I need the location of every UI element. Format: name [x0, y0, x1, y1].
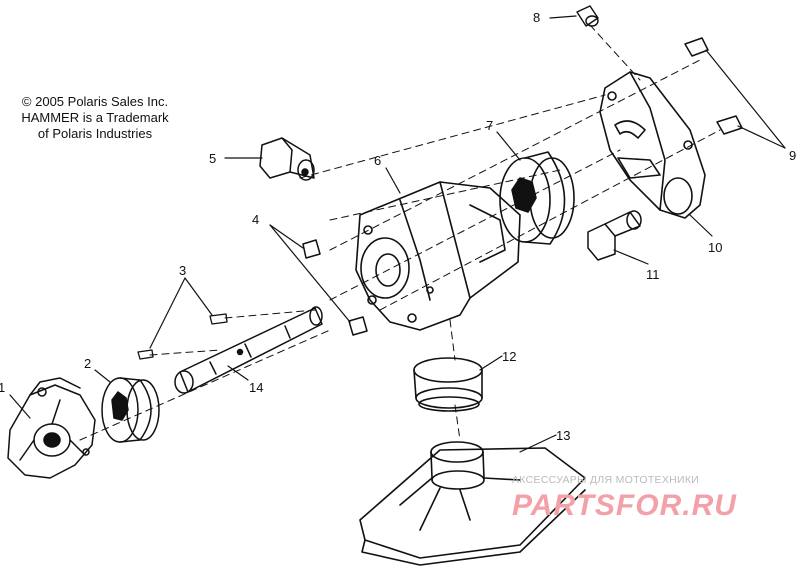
- part-3-pins: [137, 313, 228, 360]
- callout-4: 4: [252, 212, 259, 227]
- callout-13: 13: [556, 428, 570, 443]
- callout-9: 9: [789, 148, 796, 163]
- part-14-drive-shaft: [174, 306, 323, 394]
- callout-numbers: 1 2 3 4 5 6 7 8 9 10 11 12 13 14: [0, 10, 796, 443]
- callout-3: 3: [179, 263, 186, 278]
- callout-10: 10: [708, 240, 722, 255]
- callout-2: 2: [84, 356, 91, 371]
- copyright-line-3: of Polaris Industries: [37, 126, 153, 141]
- part-9-dowel-pins: [684, 37, 743, 135]
- copyright-line-1: © 2005 Polaris Sales Inc.: [21, 94, 169, 109]
- assembly-axis-lines: [79, 24, 721, 441]
- part-7-rotor: [499, 151, 575, 245]
- leader-lines: [9, 15, 786, 453]
- part-13-strainer: [359, 441, 586, 566]
- part-1-pump-cover: [7, 377, 96, 479]
- part-6-pump-body: [355, 181, 521, 331]
- part-2-rotor: [101, 377, 160, 443]
- watermark: АКСЕССУАРЫ ДЛЯ МОТОТЕХНИКИ PARTSFOR.RU: [512, 474, 737, 522]
- part-12-seal-ring: [413, 357, 483, 412]
- callout-11: 11: [646, 267, 660, 282]
- part-10-end-housing: [599, 71, 706, 219]
- copyright-notice: © 2005 Polaris Sales Inc. HAMMER is a Tr…: [0, 94, 190, 142]
- part-11-fitting: [587, 210, 642, 261]
- callout-8: 8: [533, 10, 540, 25]
- callout-1: 1: [0, 380, 5, 395]
- callout-7: 7: [486, 118, 493, 133]
- callout-5: 5: [209, 151, 216, 166]
- callout-6: 6: [374, 153, 381, 168]
- watermark-tagline: АКСЕССУАРЫ ДЛЯ МОТОТЕХНИКИ: [512, 474, 699, 486]
- watermark-logo: PARTSFOR.RU: [512, 489, 737, 522]
- copyright-line-2: HAMMER is a Trademark: [21, 110, 169, 125]
- callout-14: 14: [249, 380, 263, 395]
- part-8-plug: [576, 5, 599, 27]
- part-5-fitting: [259, 137, 315, 181]
- part-4-dowels: [302, 239, 368, 336]
- callout-12: 12: [502, 349, 516, 364]
